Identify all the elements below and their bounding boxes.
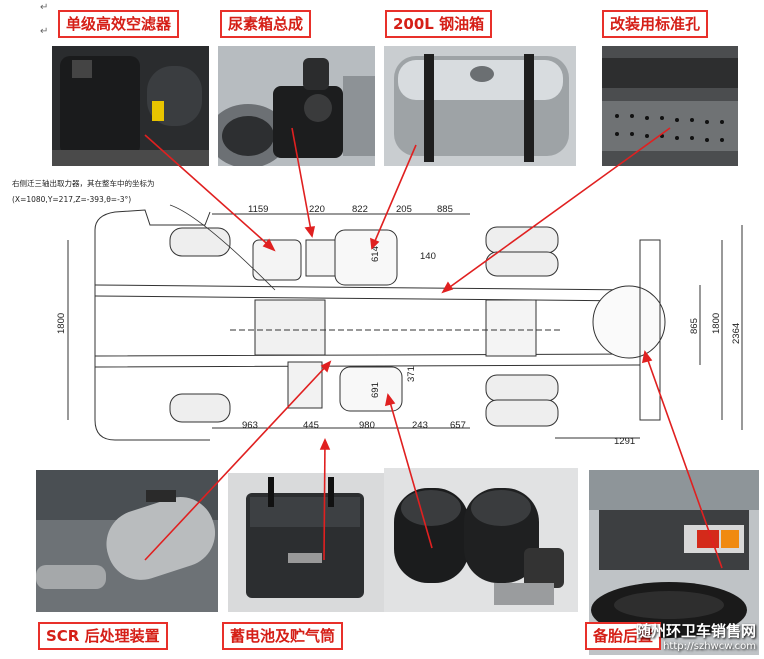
dim-left-1800: 1800 bbox=[56, 313, 67, 334]
dim-top-822: 822 bbox=[352, 204, 368, 215]
dim-bottom-445: 445 bbox=[303, 420, 319, 431]
paragraph-mark: ↵ bbox=[40, 26, 49, 37]
dim-top-1159: 1159 bbox=[248, 204, 268, 215]
paragraph-mark: ↵ bbox=[40, 2, 49, 13]
label-battery-air-tank: 蓄电池及贮气筒 bbox=[222, 622, 344, 650]
dim-691: 691 bbox=[370, 382, 381, 398]
label-air-filter: 单级高效空滤器 bbox=[58, 10, 180, 38]
air-filter-photo bbox=[52, 46, 209, 166]
dim-bottom-980: 980 bbox=[359, 420, 375, 431]
label-urea-tank: 尿素箱总成 bbox=[220, 10, 312, 38]
watermark: 随州环卫车销售网 http://szhwcw.com bbox=[636, 623, 756, 655]
watermark-name: 随州环卫车销售网 bbox=[635, 622, 756, 640]
dim-bottom-1291: 1291 bbox=[614, 436, 635, 447]
label-standard-holes: 改装用标准孔 bbox=[602, 10, 709, 38]
watermark-url: http://szhwcw.com bbox=[663, 641, 756, 652]
label-spare-tire: 备胎后置 bbox=[585, 622, 662, 650]
label-scr: SCR 后处理装置 bbox=[38, 622, 168, 650]
dim-top-885: 885 bbox=[437, 204, 453, 215]
standard-holes-photo bbox=[602, 46, 738, 166]
label-fuel-tank: 200L 钢油箱 bbox=[385, 10, 493, 38]
urea-tank-photo bbox=[218, 46, 375, 166]
dim-140: 140 bbox=[420, 251, 436, 262]
scr-photo bbox=[36, 470, 218, 612]
dim-bottom-243: 243 bbox=[412, 420, 428, 431]
pto-note-line1: 右侧迁三轴出取力器，其在整车中的坐标为 bbox=[12, 178, 155, 188]
pto-note-line2: (X=1080,Y=217,Z=-393,θ=-3°) bbox=[12, 195, 131, 204]
dim-614: 614 bbox=[370, 246, 381, 262]
battery-photo bbox=[228, 473, 384, 612]
dim-bottom-963: 963 bbox=[242, 420, 258, 431]
dim-right-1800: 1800 bbox=[711, 313, 722, 334]
dim-top-220: 220 bbox=[309, 204, 325, 215]
dim-right-865: 865 bbox=[689, 318, 700, 334]
dim-right-2364: 2364 bbox=[731, 323, 742, 344]
dim-371: 371 bbox=[406, 366, 417, 382]
dim-bottom-657: 657 bbox=[450, 420, 466, 431]
dim-top-205: 205 bbox=[396, 204, 412, 215]
